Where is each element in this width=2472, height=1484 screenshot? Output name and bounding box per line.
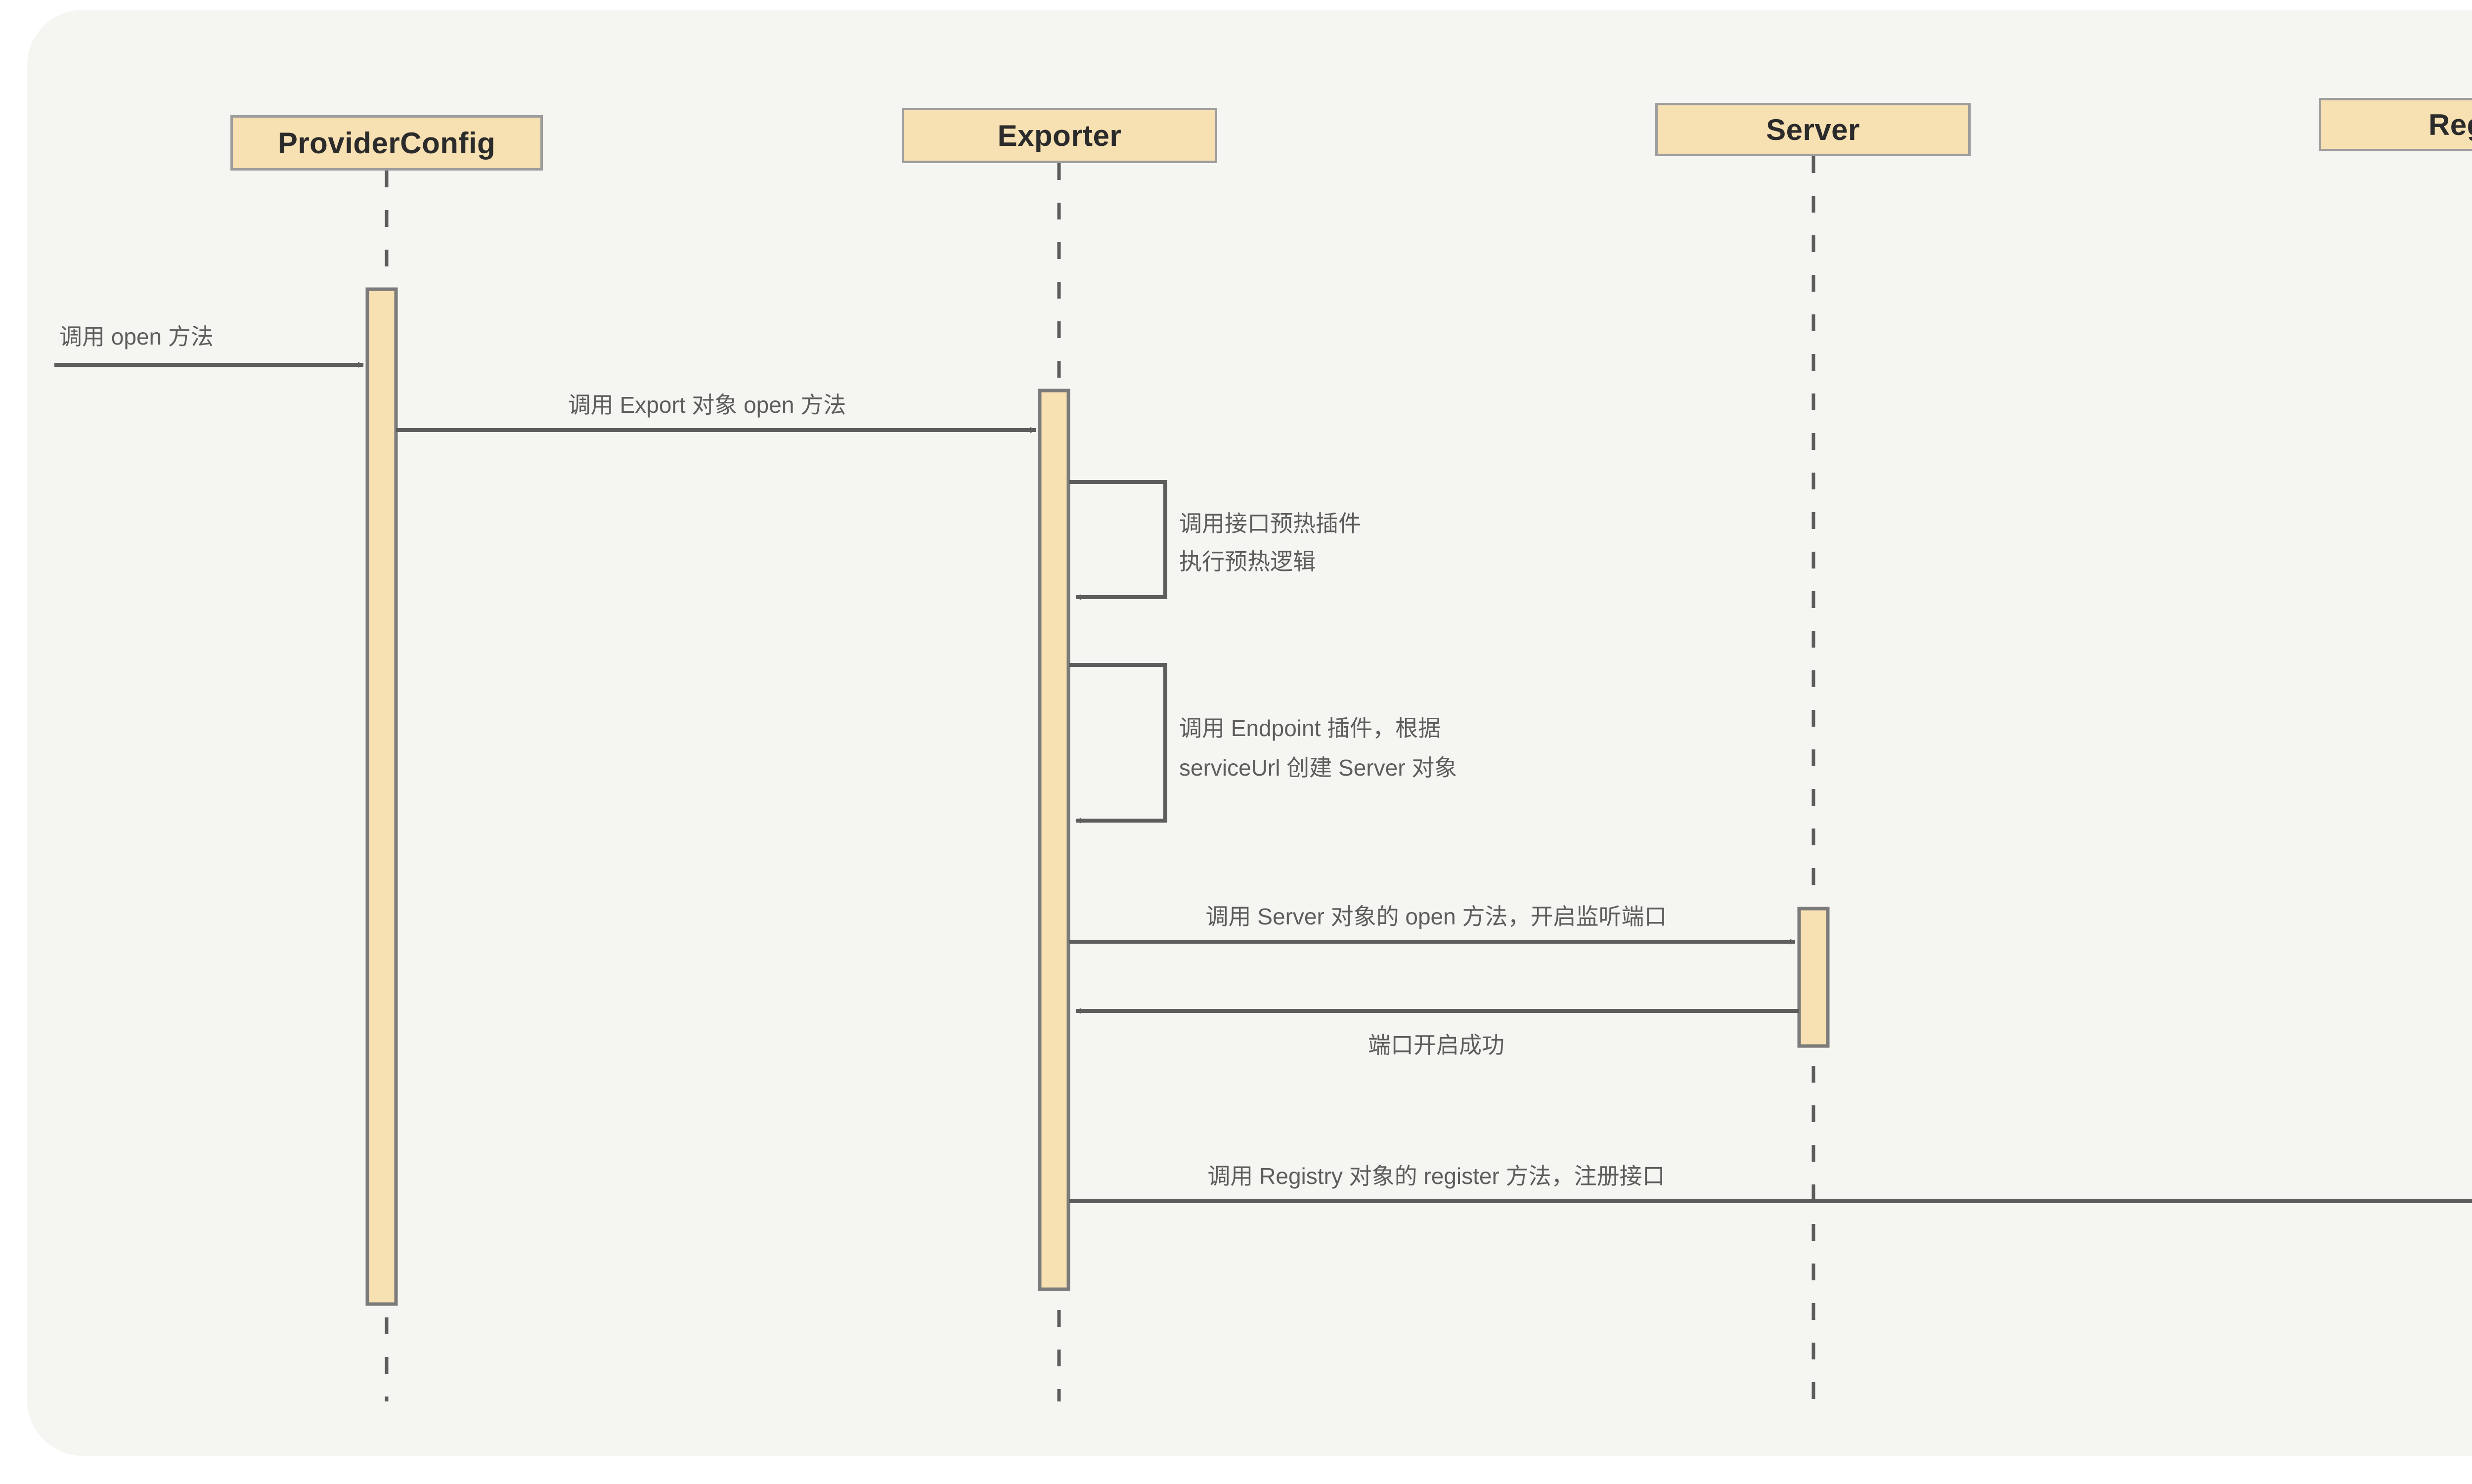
message-label-msg-3-line2: 执行预热逻辑 [1179,549,1316,574]
message-label-msg-2: 调用 Export 对象 open 方法 [568,392,846,418]
participant-registry[interactable]: Registry [2319,98,2472,151]
participant-exporter[interactable]: Exporter [902,108,1217,163]
message-label-msg-4-line1: 调用 Endpoint 插件，根据 [1179,715,1441,741]
participant-label-exporter: Exporter [997,119,1122,152]
participant-label-providerconfig: ProviderConfig [277,126,496,160]
message-label-msg-7: 调用 Registry 对象的 register 方法，注册接口 [1207,1163,1665,1189]
activation-exporter [1038,389,1070,1291]
participant-label-server: Server [1766,113,1860,146]
participant-providerconfig[interactable]: ProviderConfig [230,115,543,171]
activation-server [1797,907,1830,1048]
message-label-msg-3-line1: 调用接口预热插件 [1179,511,1361,536]
participant-server[interactable]: Server [1655,103,1971,156]
participant-label-registry: Registry [2428,108,2472,141]
diagram-canvas [27,10,2472,1456]
message-label-msg-6: 端口开启成功 [1368,1032,1504,1058]
arrow-msg-4 [1069,663,1167,824]
message-label-msg-4-line2: serviceUrl 创建 Server 对象 [1179,755,1457,781]
arrow-msg-3 [1069,480,1167,600]
message-label-msg-5: 调用 Server 对象的 open 方法，开启监听端口 [1205,904,1667,929]
activation-providerconfig [365,287,398,1306]
message-label-msg-1: 调用 open 方法 [59,324,214,349]
